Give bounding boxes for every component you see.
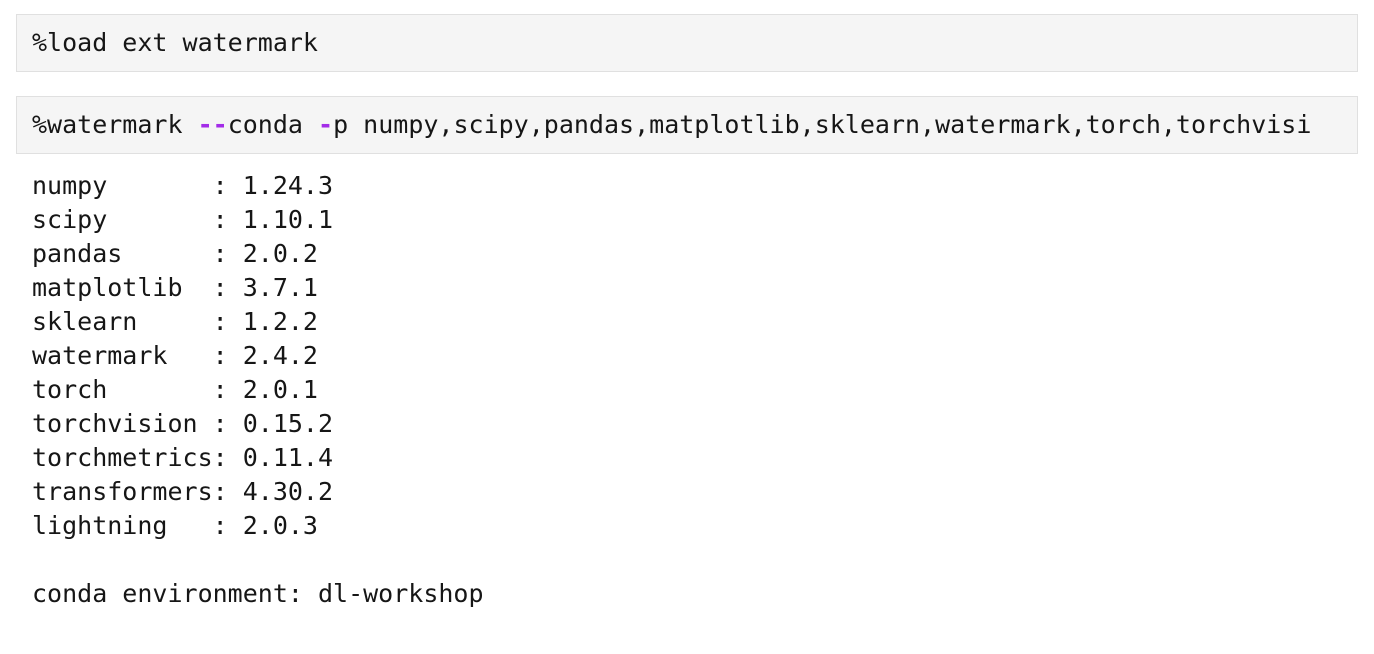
code-cell-load-ext-source[interactable]: %load_ext watermark bbox=[32, 30, 318, 56]
code-token-operator: - bbox=[318, 112, 334, 138]
code-token-plain: %watermark bbox=[32, 112, 198, 138]
code-token-plain: p numpy,scipy,pandas,matplotlib,sklearn,… bbox=[333, 112, 1312, 138]
notebook-page: %load_ext watermark %watermark --conda -… bbox=[0, 14, 1374, 611]
code-cell-watermark[interactable]: %watermark --conda -p numpy,scipy,pandas… bbox=[16, 96, 1358, 154]
code-token-operator: -- bbox=[197, 112, 228, 138]
code-token-plain: conda bbox=[227, 112, 318, 138]
cell-output-text: numpy : 1.24.3 scipy : 1.10.1 pandas : 2… bbox=[32, 171, 484, 608]
code-cell-watermark-source[interactable]: %watermark --conda -p numpy,scipy,pandas… bbox=[32, 112, 1342, 138]
code-cell-load-ext[interactable]: %load_ext watermark bbox=[16, 14, 1358, 72]
